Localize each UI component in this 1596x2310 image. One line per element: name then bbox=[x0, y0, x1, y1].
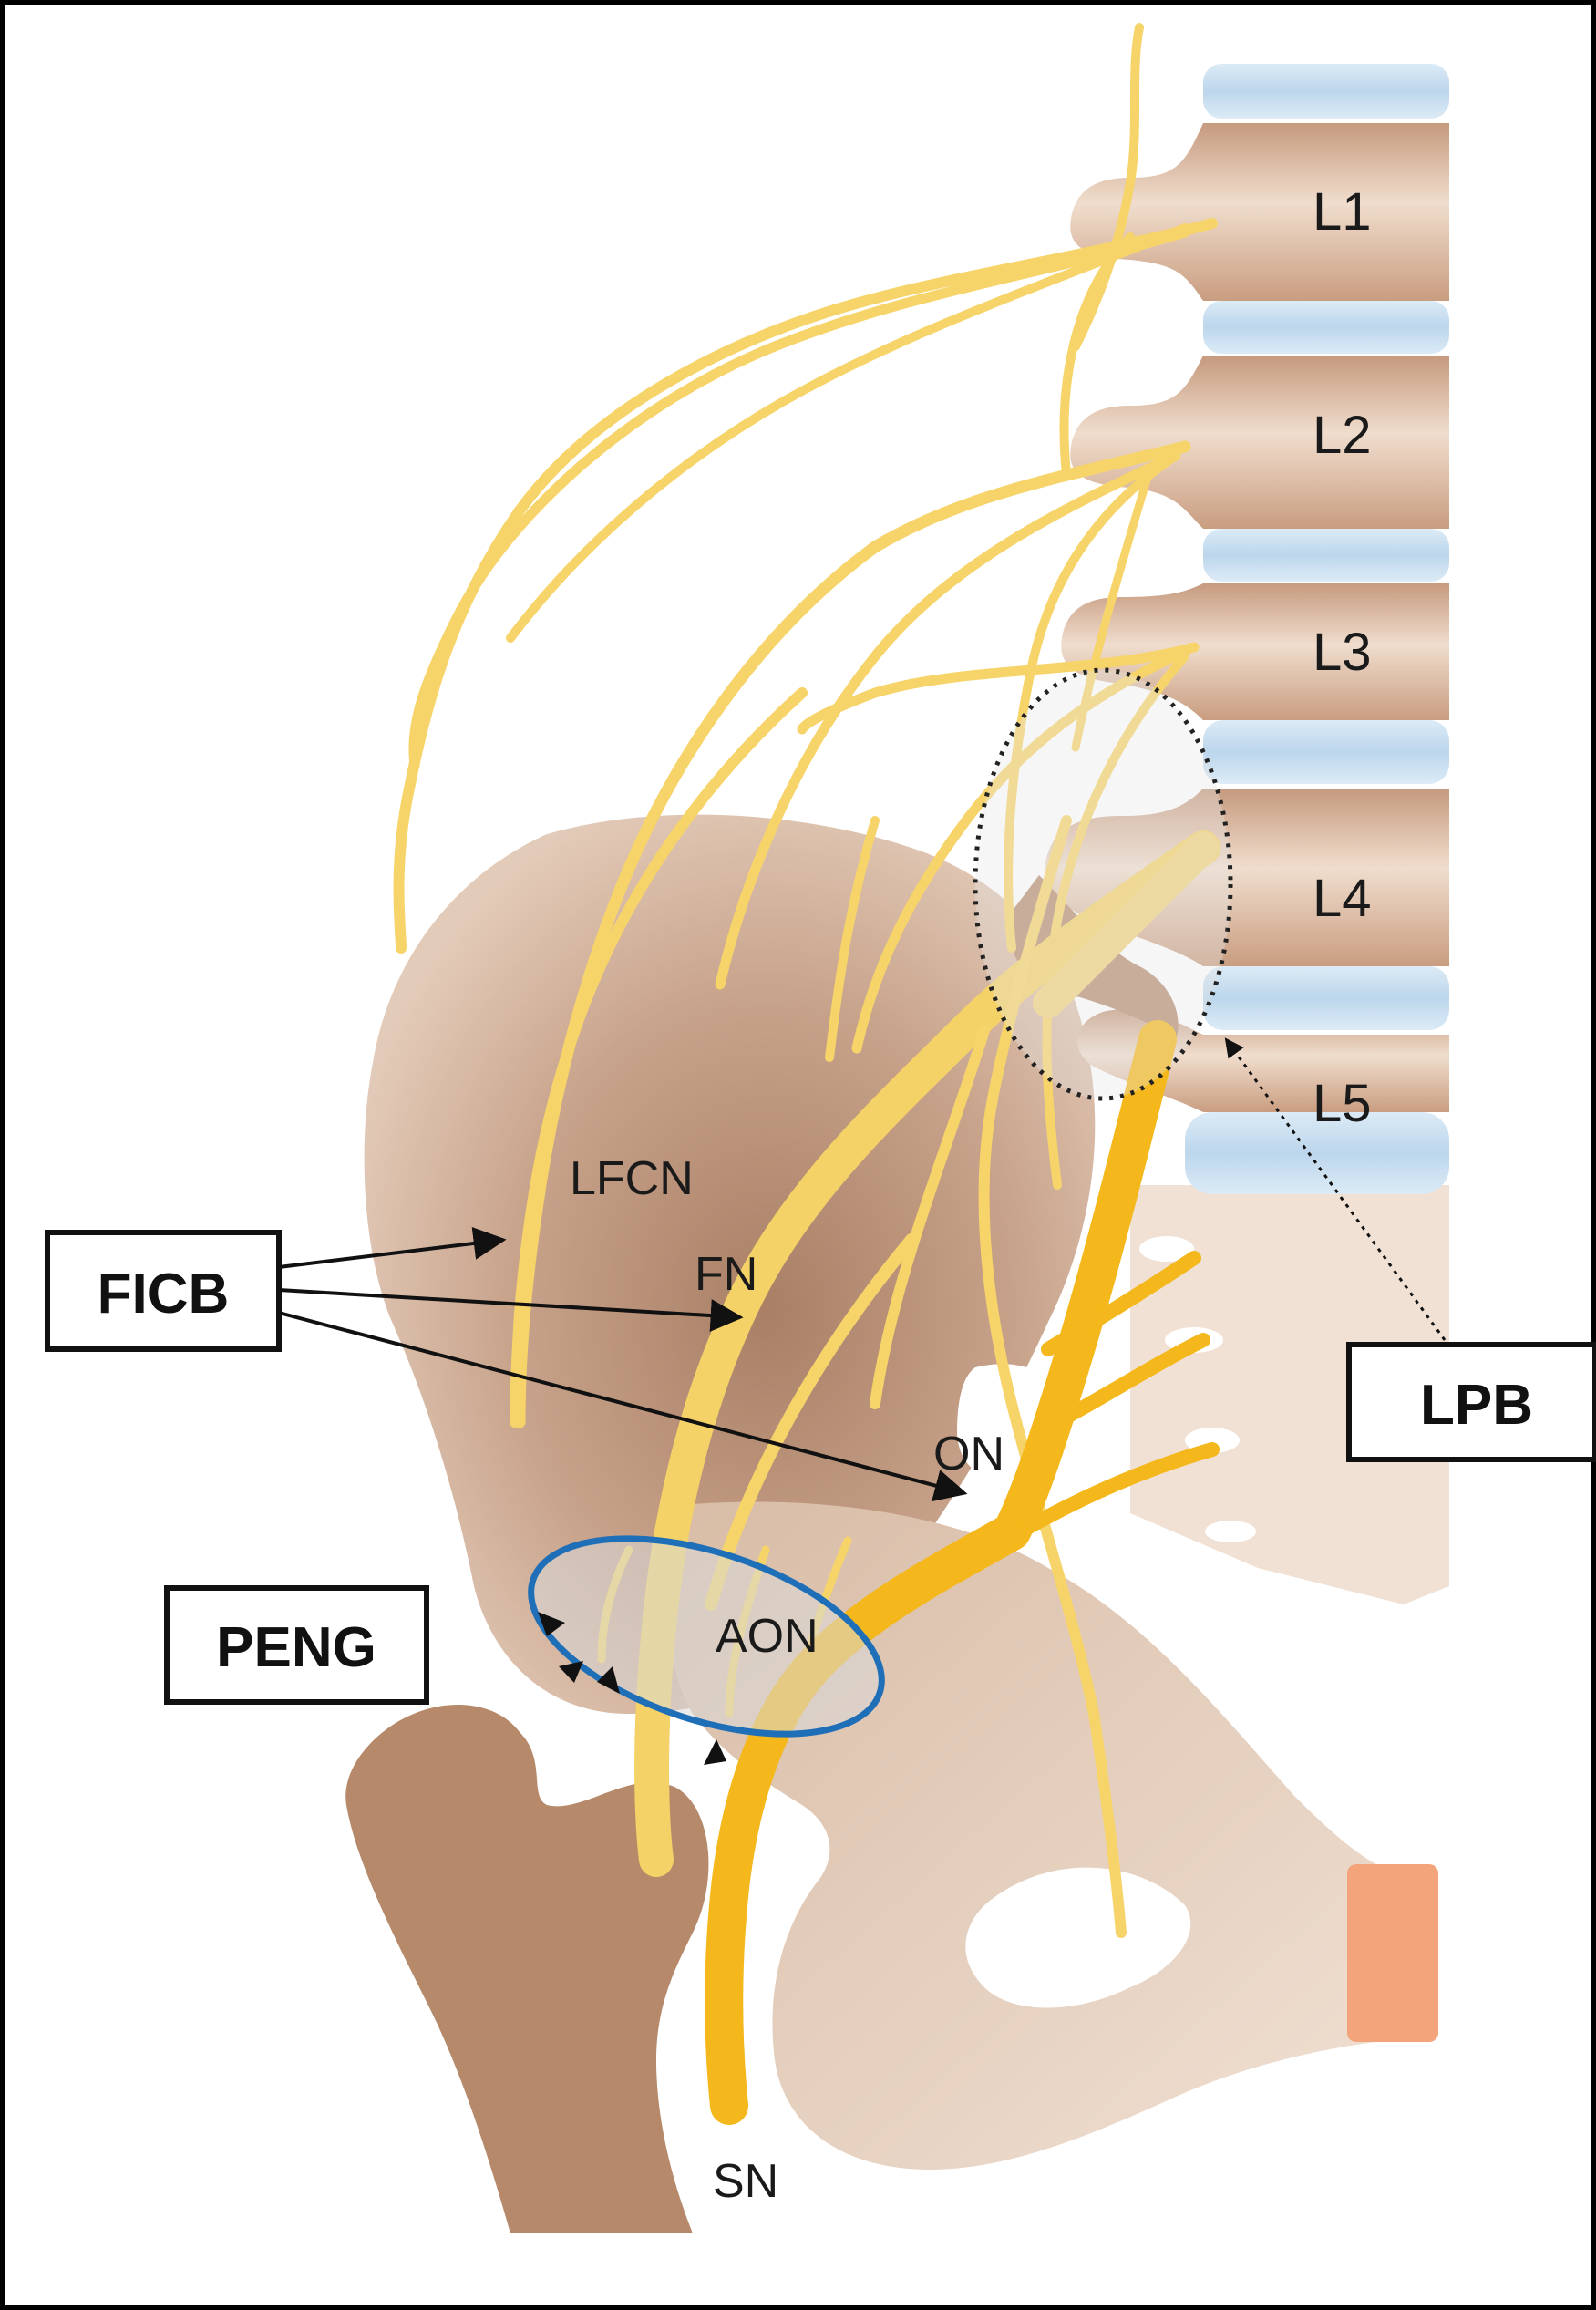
block-lpb: LPB bbox=[1349, 1345, 1595, 1459]
label-l2: L2 bbox=[1313, 406, 1372, 465]
label-l4: L4 bbox=[1313, 869, 1372, 928]
label-lfcn: LFCN bbox=[570, 1152, 694, 1205]
lpb-target-zone bbox=[975, 670, 1230, 1098]
label-l3: L3 bbox=[1313, 623, 1372, 682]
label-sn: SN bbox=[713, 2155, 778, 2208]
intervertebral-disc bbox=[1203, 301, 1449, 354]
intervertebral-disc bbox=[1203, 529, 1449, 582]
intervertebral-disc bbox=[1203, 64, 1449, 119]
label-fn: FN bbox=[695, 1248, 757, 1301]
intervertebral-disc bbox=[1203, 720, 1449, 784]
block-ficb: FICB bbox=[47, 1232, 279, 1349]
label-l5: L5 bbox=[1313, 1074, 1372, 1133]
block-peng: PENG bbox=[167, 1588, 427, 1702]
peng-label: PENG bbox=[216, 1616, 376, 1679]
intervertebral-disc bbox=[1203, 966, 1449, 1030]
label-on: ON bbox=[933, 1428, 1004, 1480]
sacral-foramen bbox=[1205, 1521, 1256, 1542]
lpb-label: LPB bbox=[1420, 1374, 1533, 1437]
label-aon: AON bbox=[716, 1610, 819, 1663]
label-l1: L1 bbox=[1313, 182, 1372, 242]
ficb-label: FICB bbox=[98, 1263, 230, 1325]
pubic-symphysis bbox=[1347, 1864, 1438, 2042]
